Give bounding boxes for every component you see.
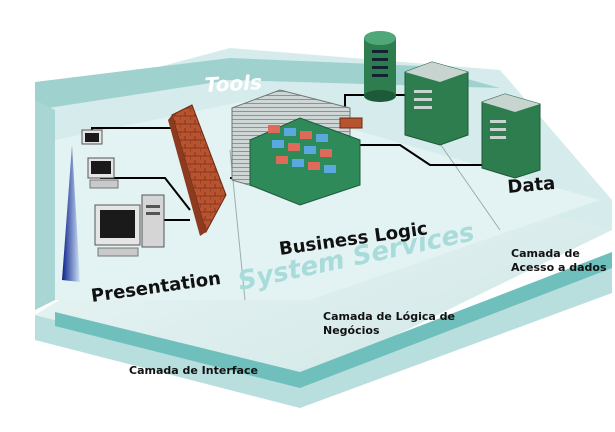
tools-label: Tools: [204, 70, 263, 97]
connector-line: [360, 144, 490, 166]
database-cylinder-icon: [364, 31, 396, 102]
data-servers: [364, 31, 541, 179]
data-layer-line1: Camada de: [511, 247, 580, 260]
logic-layer-line1: Camada de Lógica de: [323, 310, 455, 323]
platform-left-side: [35, 100, 55, 310]
data-label: Data: [507, 173, 556, 198]
platform-front-edge: [35, 268, 612, 408]
interface-layer-line: Camada de Interface: [129, 364, 258, 377]
server-tower-icon: [404, 61, 469, 146]
business-logic-server-icon: [231, 89, 363, 206]
gradient-ramp-shape: [62, 145, 80, 282]
keyboard-icon: [97, 247, 139, 257]
presentation-computers: [81, 129, 165, 257]
data-layer-annotation: Camada de Acesso a dados: [511, 247, 607, 275]
interface-layer-annotation: Camada de Interface: [129, 364, 258, 378]
system-services-band: [55, 252, 612, 388]
connector-line: [100, 177, 191, 211]
logic-layer-line2: Negócios: [323, 324, 380, 337]
logic-layer-annotation: Camada de Lógica de Negócios: [323, 310, 455, 338]
data-layer-line2: Acesso a dados: [511, 261, 607, 274]
server-tower-icon: [481, 93, 541, 179]
firewall-wall-icon: [168, 104, 227, 236]
tower-case-icon: [141, 194, 165, 248]
